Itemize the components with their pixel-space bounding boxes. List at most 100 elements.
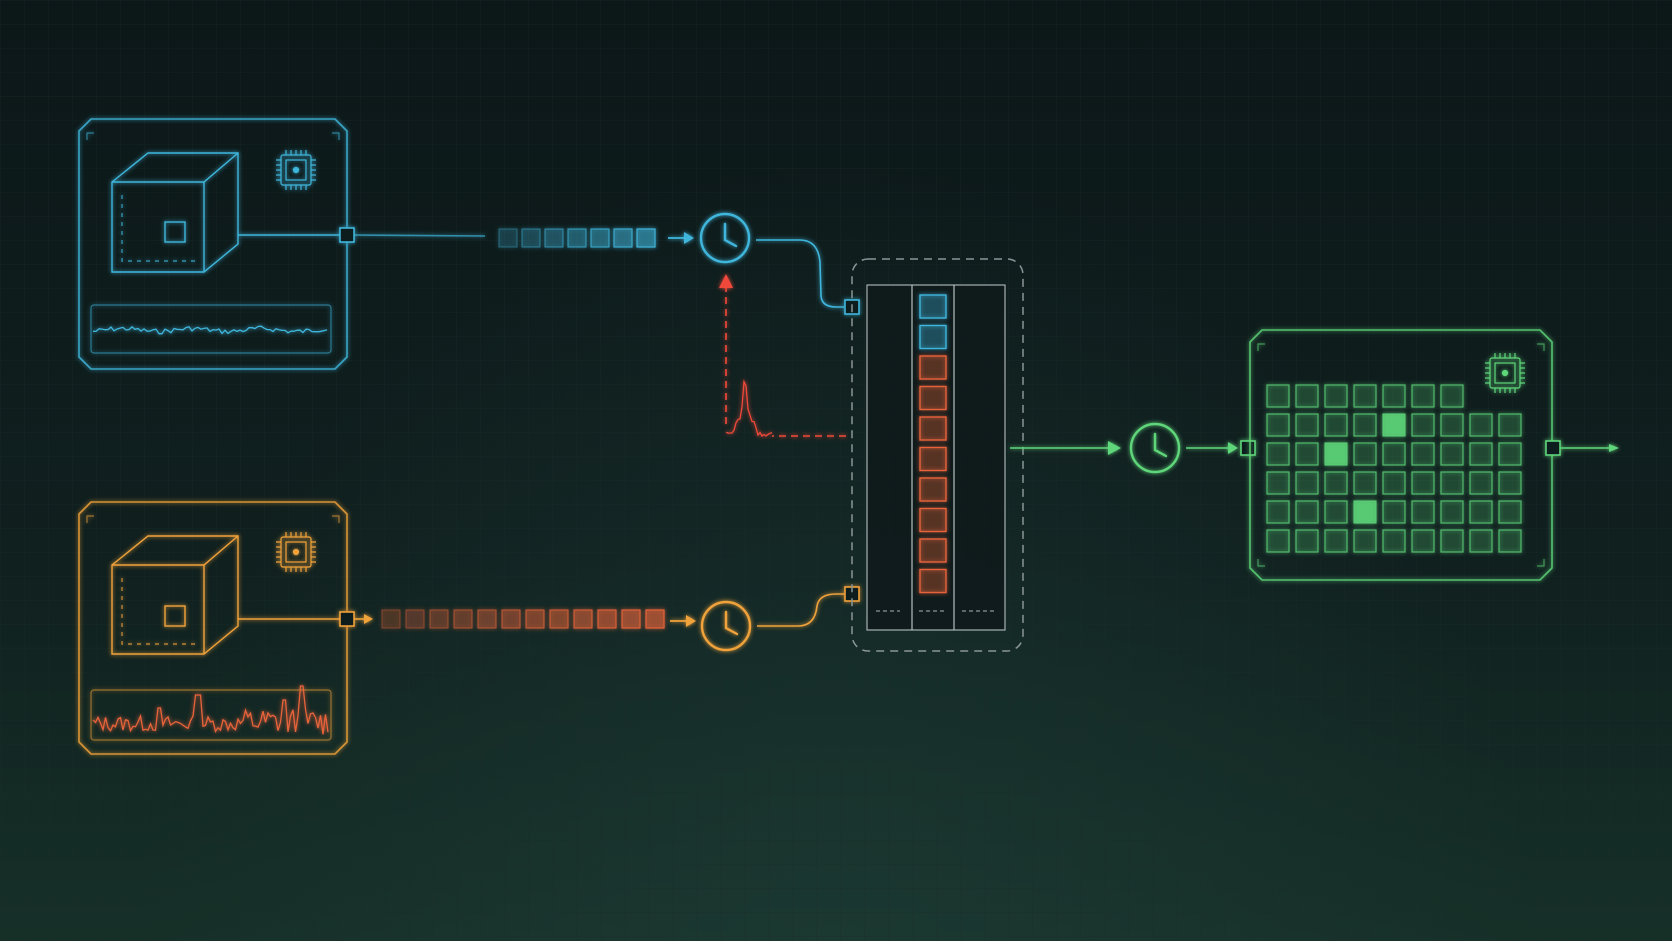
sensor-panel-blue [78,118,348,370]
clock-icon [699,212,751,264]
buffer-slot-blue [919,324,947,350]
output-stream [1010,422,1256,474]
blue-packet-queue [498,228,656,248]
chip-icon [1485,353,1525,393]
output-cell [1440,384,1464,408]
arrow-up-icon [719,274,733,288]
output-cell [1411,384,1435,408]
signal-waveform-orange [92,685,329,735]
output-cell [1295,471,1319,495]
output-cell [1469,529,1493,553]
signal-window-orange [90,689,332,741]
output-cell [1498,471,1522,495]
output-cell-active [1324,442,1348,466]
buffer-slot-column [919,294,947,594]
sensor-panel-orange [78,501,348,755]
arrow-icon [1609,444,1619,452]
buffer-slot-blue [919,294,947,319]
output-cell [1324,413,1348,437]
output-cell [1382,471,1406,495]
output-cell [1411,413,1435,437]
buffer-slot-orange [919,385,947,411]
output-cell [1411,471,1435,495]
output-cell [1266,529,1290,553]
buffer-slot-orange [919,477,947,502]
output-port [1545,440,1561,456]
output-cell [1382,500,1406,524]
chip-icon [276,150,316,190]
output-input-port [1240,440,1256,456]
data-packet [590,228,610,248]
buffer-slot-orange [919,355,947,380]
output-cell [1469,500,1493,524]
orange-packet-queue [381,609,665,629]
arrow-icon [1108,441,1121,455]
output-cell [1324,471,1348,495]
output-cell [1295,442,1319,466]
data-packet [544,228,564,248]
chip-icon [276,532,316,572]
data-packet [597,609,617,629]
output-cell [1411,529,1435,553]
output-cell [1498,413,1522,437]
output-cell [1440,500,1464,524]
cube-icon [111,535,239,655]
data-packet [521,228,541,248]
data-packet [429,609,449,629]
output-cell [1324,529,1348,553]
clock-icon [700,600,752,652]
blue-output-port [339,227,355,243]
data-packet [453,609,473,629]
output-cell [1353,384,1377,408]
buffer-slot-orange [919,416,947,441]
clock-icon [1129,422,1181,474]
orange-output-port [339,611,355,627]
cube-icon [111,152,239,273]
data-packet [405,609,425,629]
output-cell [1498,500,1522,524]
output-cell [1440,413,1464,437]
output-cell [1295,500,1319,524]
buffer-slot-orange [919,568,947,594]
output-cell [1411,500,1435,524]
data-packet [613,228,633,248]
data-packet [501,609,521,629]
output-cell-grid [1266,384,1522,553]
output-cell [1266,384,1290,408]
output-cell [1353,442,1377,466]
buffer-slot-orange [919,446,947,472]
output-cell [1498,529,1522,553]
output-cell [1295,384,1319,408]
output-cell [1353,529,1377,553]
data-packet [549,609,569,629]
orange-data-stream [238,586,860,652]
output-cell [1382,442,1406,466]
output-cell [1353,471,1377,495]
data-packet [525,609,545,629]
output-cell [1295,529,1319,553]
signal-waveform-blue [92,325,328,335]
feedback-spike-waveform [725,379,773,437]
data-packet [573,609,593,629]
merge-buffer [851,258,1024,652]
signal-window-blue [90,304,332,354]
output-cell [1469,442,1493,466]
output-cell [1324,500,1348,524]
buffer-slot-orange [919,507,947,533]
output-cell [1266,471,1290,495]
output-cell [1440,529,1464,553]
arrow-icon [684,232,694,244]
data-packet [645,609,665,629]
output-cell [1295,413,1319,437]
output-cell [1266,500,1290,524]
output-cell [1353,413,1377,437]
output-panel [1249,329,1619,581]
output-cell [1469,413,1493,437]
buffer-slot-orange [919,538,947,563]
arrow-icon [686,615,696,627]
output-cell [1440,471,1464,495]
output-cell [1382,529,1406,553]
output-cell-active [1382,413,1406,437]
